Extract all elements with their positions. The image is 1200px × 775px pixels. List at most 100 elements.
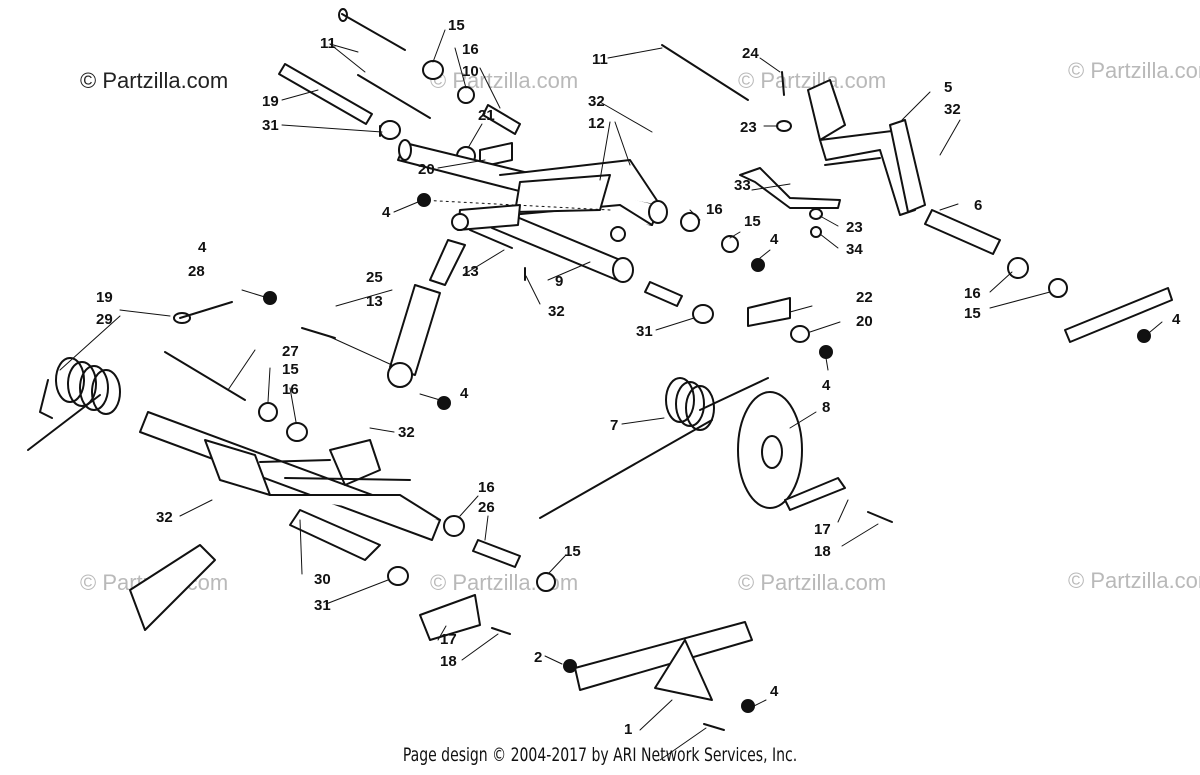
washer-23-upper — [776, 120, 792, 132]
eyebolt-28-eye — [173, 312, 191, 324]
callout-21: 21 — [478, 107, 495, 124]
callout-31: 31 — [636, 323, 653, 340]
callout-32: 32 — [398, 424, 415, 441]
bushing-15-upper — [422, 60, 444, 80]
callout-30: 30 — [314, 571, 331, 588]
nut-34 — [810, 226, 822, 238]
callout-4: 4 — [382, 204, 391, 221]
callout-19: 19 — [262, 93, 279, 110]
callout-15: 15 — [448, 17, 465, 34]
callout-9: 9 — [555, 273, 563, 290]
callout-31: 31 — [262, 117, 279, 134]
callout-5: 5 — [944, 79, 952, 96]
spring-7 — [539, 377, 769, 519]
footer-copyright: Page design © 2004-2017 by ARI Network S… — [402, 744, 798, 766]
spacer-26 — [472, 539, 521, 568]
callout-17: 17 — [440, 631, 457, 648]
callout-2: 2 — [534, 649, 542, 666]
washer-23-lower — [809, 208, 823, 220]
bushing-31-upper — [379, 120, 401, 140]
callout-4: 4 — [822, 377, 831, 394]
callout-32: 32 — [548, 303, 565, 320]
callout-18: 18 — [440, 653, 457, 670]
bolt-11-lower — [357, 74, 431, 119]
callout-4: 4 — [460, 385, 469, 402]
link-bar — [129, 544, 216, 631]
callout-4: 4 — [1172, 311, 1181, 328]
callout-18: 18 — [814, 543, 831, 560]
callout-4: 4 — [770, 683, 779, 700]
washer-20 — [790, 325, 810, 343]
callout-15: 15 — [744, 213, 761, 230]
rod-6 — [924, 209, 1001, 255]
callout-16: 16 — [282, 381, 299, 398]
callout-19: 19 — [96, 289, 113, 306]
callout-7: 7 — [610, 417, 618, 434]
tube-9 — [491, 209, 634, 283]
rear-arm-30 — [139, 411, 441, 561]
callout-4: 4 — [770, 231, 779, 248]
bushing-31-right — [692, 304, 714, 324]
bolt-24 — [781, 71, 785, 96]
callout-11: 11 — [320, 35, 336, 52]
callout-23: 23 — [846, 219, 863, 236]
nut-4-bottom — [741, 699, 755, 713]
nut-4-shock — [437, 396, 451, 410]
callout-17: 17 — [814, 521, 831, 538]
bracket-33 — [739, 167, 841, 209]
rail-bracket-right — [1064, 287, 1173, 343]
watermark: © Partzilla.com — [1068, 58, 1200, 83]
bolt-27 — [164, 351, 246, 401]
callout-10: 10 — [462, 63, 479, 80]
callout-6: 6 — [974, 197, 982, 214]
leader-lines — [59, 29, 1163, 761]
spring-19-29 — [27, 357, 121, 451]
bracket-5 — [807, 79, 926, 216]
bolt-11 — [338, 8, 406, 51]
callout-22: 22 — [856, 289, 873, 306]
callout-14: 11 — [592, 51, 608, 68]
callout-34: 34 — [846, 241, 863, 258]
callout-1: 1 — [624, 721, 632, 738]
callout-15: 15 — [282, 361, 299, 378]
bushing-16-mid — [680, 212, 700, 232]
bushing-15-lower — [258, 402, 278, 422]
bolt-13-upper — [469, 229, 513, 249]
callout-32: 32 — [944, 101, 961, 118]
rod-19 — [278, 63, 373, 125]
callout-33: 33 — [734, 177, 751, 194]
copyright-watermark: © Partzilla.com — [80, 68, 229, 93]
callout-12: 12 — [588, 115, 605, 132]
watermark: © Partzilla.com — [1068, 568, 1200, 593]
axle-bracket-17 — [784, 477, 846, 511]
bushing-16-bottom — [443, 515, 465, 537]
callout-32: 32 — [156, 509, 173, 526]
callout-4: 4 — [198, 239, 207, 256]
callout-24: 24 — [742, 45, 759, 62]
nut-4-mid — [819, 345, 833, 359]
callout-27: 27 — [282, 343, 299, 360]
shock-absorber-25 — [387, 213, 469, 388]
decal-22 — [747, 297, 791, 327]
callout-15: 15 — [964, 305, 981, 322]
bushing-small — [610, 226, 626, 242]
bushing-31-lower — [387, 566, 409, 586]
nut-2 — [563, 659, 577, 673]
bolt-18-lower — [491, 627, 511, 635]
bushing-15-bottom — [536, 572, 556, 592]
callout-8: 8 — [822, 399, 830, 416]
slide-rail-1 — [574, 621, 753, 701]
spacer-9b — [644, 281, 683, 307]
watermark: © Partzilla.com — [738, 570, 887, 595]
arm-tube-12 — [397, 139, 668, 226]
callout-32: 32 — [588, 93, 605, 110]
callout-16: 16 — [706, 201, 723, 218]
bushing-15-right — [1048, 278, 1068, 298]
callout-31: 31 — [314, 597, 331, 614]
callout-23: 23 — [740, 119, 757, 136]
bolt-1 — [703, 723, 725, 731]
idler-wheel-8 — [737, 391, 803, 509]
bushing-15-mid — [721, 235, 739, 253]
bolt-14 — [661, 44, 749, 101]
